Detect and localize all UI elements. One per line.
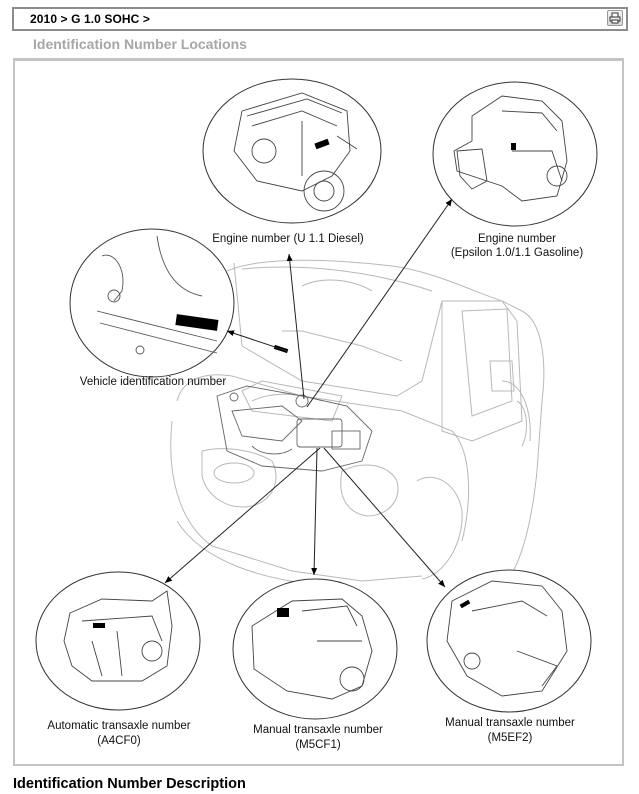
caption-engine-diesel: Engine number (U 1.1 Diesel): [212, 233, 364, 245]
caption-vin: Vehicle identification number: [79, 376, 227, 388]
caption-manual-m5cf1-line1: Manual transaxle number: [253, 724, 383, 736]
caption-manual-m5ef2-line1: Manual transaxle number: [445, 717, 575, 729]
caption-auto-transaxle-line1: Automatic transaxle number: [47, 720, 191, 732]
manual-m5cf1-illustration: [251, 598, 373, 700]
auto-transaxle-illustration: [63, 590, 173, 682]
breadcrumb-bar: 2010 > G 1.0 SOHC >: [12, 7, 628, 31]
gasoline-engine-illustration: [453, 95, 568, 202]
caption-engine-gasoline-line1: Engine number: [478, 233, 556, 245]
arrow-vin: [226, 330, 288, 352]
caption-manual-m5ef2-line2: (M5EF2): [487, 732, 533, 744]
arrow-manual-m5ef2: [323, 447, 446, 588]
leader-arrows: [164, 198, 453, 588]
description-heading: Identification Number Description: [13, 776, 246, 792]
caption-engine-gasoline-line2: (Epsilon 1.0/1.1 Gasoline): [450, 247, 584, 259]
printer-icon: [609, 12, 621, 24]
caption-auto-transaxle-line2: (A4CF0): [97, 735, 141, 747]
circle-manual-m5cf1: [232, 578, 398, 720]
arrow-engine-gasoline: [306, 198, 453, 408]
circle-vin: [69, 228, 235, 378]
arrow-engine-diesel: [286, 253, 305, 400]
circle-manual-m5ef2: [426, 569, 592, 713]
identification-diagram: [35, 78, 598, 720]
circle-engine-gasoline: [432, 81, 598, 227]
print-button[interactable]: [607, 10, 623, 26]
diesel-engine-illustration: [233, 92, 358, 212]
manual-m5ef2-illustration: [446, 580, 568, 697]
vin-detail-illustration: [96, 235, 289, 355]
section-title: Identification Number Locations: [33, 36, 247, 52]
figure-frame: Engine number (U 1.1 Diesel) Engine numb…: [13, 58, 624, 766]
arrow-auto-transaxle: [164, 447, 321, 584]
caption-manual-m5cf1-line2: (M5CF1): [295, 739, 341, 751]
arrow-manual-m5cf1: [311, 447, 318, 576]
circle-engine-diesel: [202, 78, 382, 224]
breadcrumb[interactable]: 2010 > G 1.0 SOHC >: [30, 12, 150, 26]
engine-bay-illustration: [216, 385, 373, 472]
